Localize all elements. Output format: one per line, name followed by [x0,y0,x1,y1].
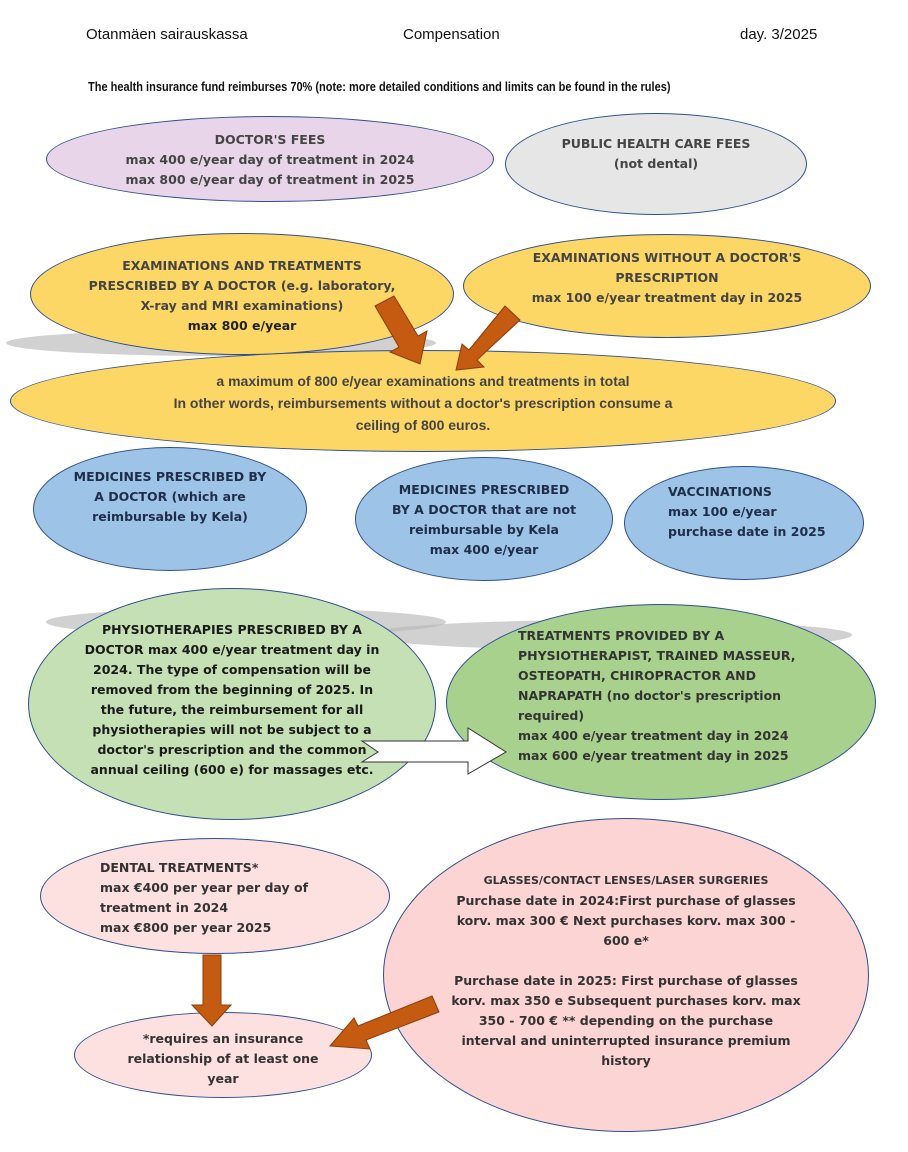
dental-oval [40,838,390,954]
medicines-not-kela-text: MEDICINES PRESCRIBED BY A DOCTOR that ar… [391,482,577,557]
down-arrow [190,954,233,1027]
dental-text: DENTAL TREATMENTS* max €400 per year per… [100,860,309,935]
exams-without-text: EXAMINATIONS WITHOUT A DOCTOR'S PRESCRIP… [531,250,803,305]
glasses-text: Purchase date in 2024:First purchase of … [451,893,801,1068]
right-arrow [360,727,507,775]
physio-prescribed-oval [28,588,436,820]
vaccinations-oval [624,466,864,580]
down-arrow [374,295,428,365]
left-arrow [328,995,440,1050]
physio-treatments-text: TREATMENTS PROVIDED BY A PHYSIOTHERAPIST… [518,628,796,763]
doctors-fees-oval [46,116,494,202]
vaccinations-text: VACCINATIONS max 100 e/year purchase dat… [668,484,826,539]
exams-prescribed-max: max 800 e/year [187,318,297,333]
exams-total-text: a maximum of 800 e/year examinations and… [173,373,673,433]
page-title: Compensation [403,26,500,43]
org-name: Otanmäen sairauskassa [86,26,248,43]
glasses-title: GLASSES/CONTACT LENSES/LASER SURGERIES [483,874,769,887]
physio-prescribed-text: PHYSIOTHERAPIES PRESCRIBED BY A DOCTOR m… [84,622,380,777]
glasses-oval [383,818,869,1132]
exams-without-oval [463,234,871,338]
exams-total-oval [10,350,836,452]
doctors-fees-text: DOCTOR'S FEES max 400 e/year day of trea… [125,132,415,187]
physio-treatments-oval [446,604,876,800]
medicines-not-kela-oval [355,457,613,581]
public-health-text: PUBLIC HEALTH CARE FEES (not dental) [561,136,751,171]
subtitle: The health insurance fund reimburses 70%… [88,80,671,94]
insurance-note-oval [74,1012,372,1098]
medicines-kela-oval [33,447,307,571]
date-label: day. 3/2025 [740,26,818,43]
public-health-oval [505,113,807,215]
medicines-kela-text: MEDICINES PRESCRIBED BY A DOCTOR (which … [73,469,267,524]
exams-prescribed-text: EXAMINATIONS AND TREATMENTS PRESCRIBED B… [88,258,396,313]
down-arrow [455,305,521,371]
insurance-note-text: *requires an insurance relationship of a… [127,1031,319,1086]
